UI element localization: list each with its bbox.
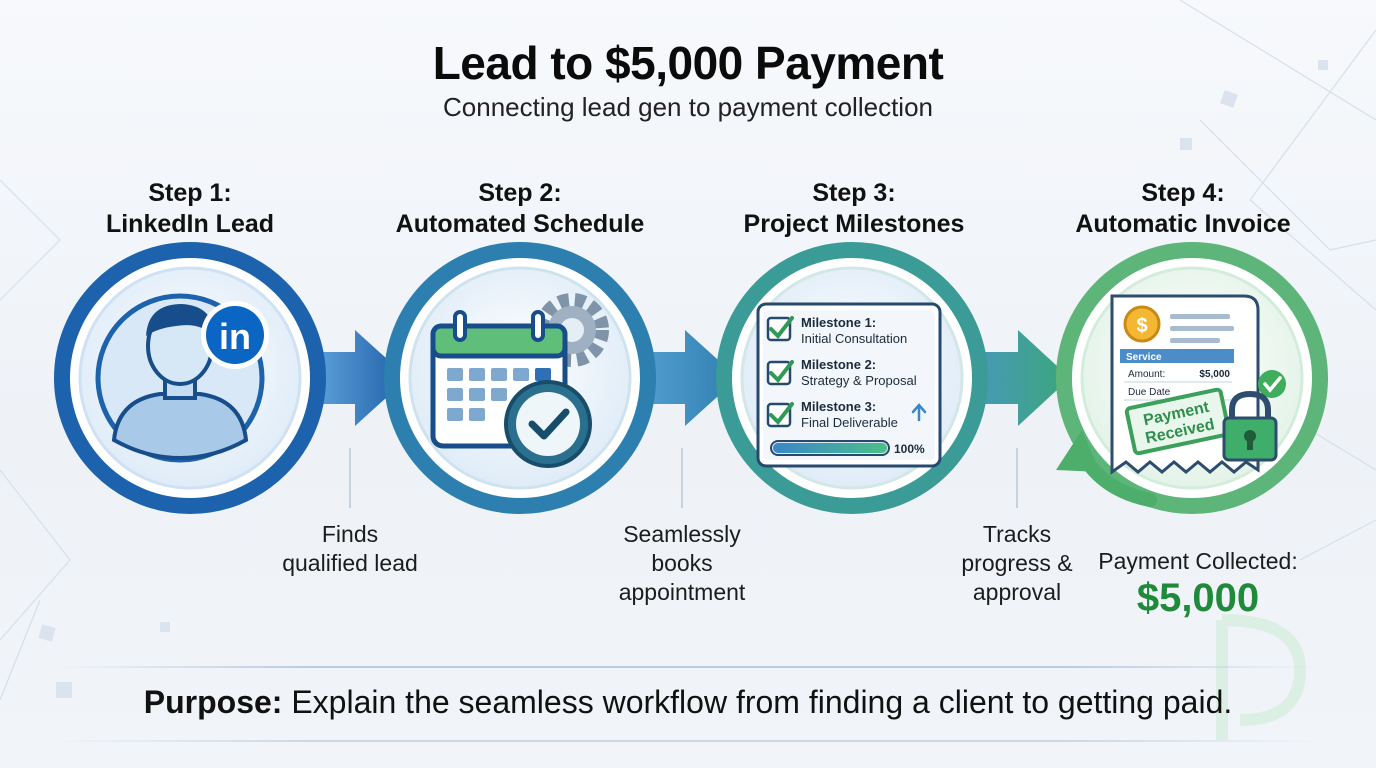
clock-check-icon: [504, 380, 592, 468]
milestone-1-title: Milestone 1:: [801, 315, 876, 330]
payment-collected-label: Payment Collected:: [1098, 548, 1298, 574]
linkedin-badge-text: in: [219, 316, 251, 357]
step-1-number: Step 1:: [148, 179, 232, 207]
step-3-caption-line-1: Tracks: [982, 521, 1052, 547]
payment-collected-amount: $5,000: [1136, 576, 1260, 620]
page-title: Lead to $5,000 Payment: [432, 37, 944, 89]
user-avatar-icon: [111, 304, 249, 461]
invoice-amount-value: $5,000: [1199, 369, 1230, 380]
step-2-caption-line-2: books: [651, 550, 713, 576]
check-badge-icon: [1258, 370, 1286, 398]
step-4-name: Automatic Invoice: [1075, 210, 1291, 238]
step-4-circle: $ Service Amount: $5,000 Due Date Paymen…: [1056, 242, 1328, 514]
milestone-checklist: Milestone 1: Initial Consultation Milest…: [756, 302, 942, 468]
step-2-name: Automated Schedule: [395, 210, 645, 238]
step-2-number: Step 2:: [478, 179, 562, 207]
arrow-3-icon: [958, 330, 1070, 426]
coin-symbol: $: [1136, 315, 1147, 337]
linkedin-badge-icon: in: [201, 301, 269, 369]
page-subtitle: Connecting lead gen to payment collectio…: [443, 92, 933, 122]
padlock-icon: [1222, 390, 1278, 462]
up-arrow-icon: [911, 403, 927, 422]
return-arrow-icon: [1056, 430, 1157, 507]
milestone-3-title: Milestone 3:: [801, 399, 876, 414]
step-3-title: Step 3: Project Milestones: [684, 178, 1024, 240]
step-1-caption: Finds qualified lead: [250, 520, 450, 578]
milestone-3: Milestone 3: Final Deliverable: [766, 399, 927, 430]
purpose-label: Purpose:: [143, 684, 283, 720]
step-1-title: Step 1: LinkedIn Lead: [20, 178, 360, 240]
invoice-header: Service: [1126, 352, 1162, 363]
divider-bottom: [60, 740, 1316, 742]
milestone-1: Milestone 1: Initial Consultation: [766, 315, 907, 346]
step-4-number: Step 4:: [1141, 179, 1225, 207]
purpose-text: Explain the seamless workflow from findi…: [282, 684, 1233, 720]
progress-label: 100%: [894, 442, 925, 456]
dollar-coin-icon: $: [1123, 305, 1161, 343]
step-3-caption: Tracks progress & approval: [917, 520, 1117, 607]
step-3-number: Step 3:: [812, 179, 896, 207]
milestone-3-detail: Final Deliverable: [801, 415, 898, 430]
step-2-caption-line-1: Seamlessly: [623, 521, 741, 547]
step-2-circle: [384, 242, 656, 514]
invoice-amount-label: Amount:: [1128, 369, 1165, 380]
invoice-due-label: Due Date: [1128, 387, 1171, 398]
step-2-title: Step 2: Automated Schedule: [350, 178, 690, 240]
step-1-caption-line-2: qualified lead: [282, 550, 418, 576]
step-3-caption-line-2: progress &: [961, 550, 1073, 576]
step-1-name: LinkedIn Lead: [105, 210, 275, 238]
step-3-name: Project Milestones: [743, 210, 965, 238]
divider-top: [60, 666, 1316, 668]
step-4-title: Step 4: Automatic Invoice: [1013, 178, 1353, 240]
purpose-statement: Purpose: Explain the seamless workflow f…: [0, 684, 1376, 721]
progress-fill: [773, 443, 887, 453]
milestone-2-title: Milestone 2:: [801, 357, 876, 372]
payment-received-stamp: Payment Received: [1124, 387, 1231, 456]
milestone-2-detail: Strategy & Proposal: [801, 373, 917, 388]
step-1-circle: in: [54, 242, 326, 514]
step-3-circle: Milestone 1: Initial Consultation Milest…: [716, 242, 988, 514]
milestone-1-detail: Initial Consultation: [801, 331, 907, 346]
step-1-caption-line-1: Finds: [321, 521, 379, 547]
step-2-caption: Seamlessly books appointment: [582, 520, 782, 607]
step-3-caption-line-3: approval: [972, 579, 1062, 605]
milestone-2: Milestone 2: Strategy & Proposal: [766, 357, 917, 388]
step-2-caption-line-3: appointment: [618, 579, 746, 605]
